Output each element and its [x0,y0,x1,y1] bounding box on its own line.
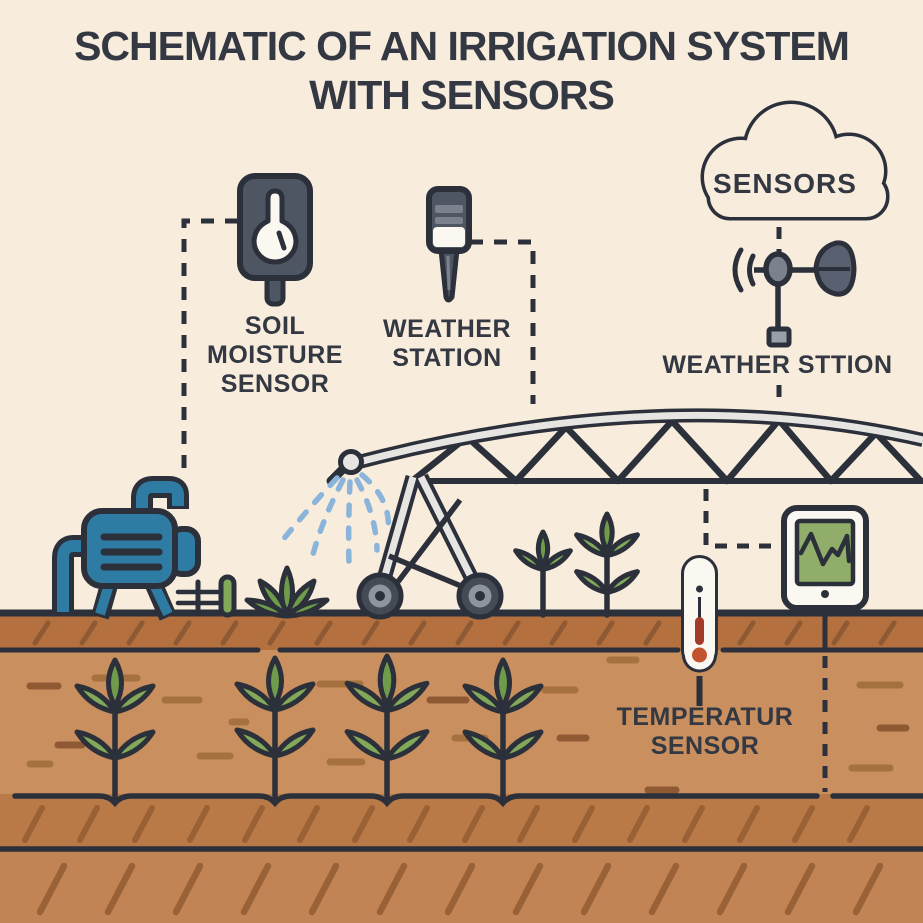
cloud-sensors-label: SENSORS [713,168,857,199]
soil-layer-lines [0,609,923,852]
plant-icon [344,653,430,800]
soil-cross-section [0,613,923,923]
weather-station-label: WEATHER STATION [382,315,512,372]
graph-line-icon [798,531,852,567]
plant-icon [513,529,573,618]
cloud-icon [700,100,890,221]
dashed-connector-pivot-tablet [703,489,776,549]
pump-icon [52,476,201,621]
dashed-connector-weather-station [470,239,536,404]
underground-crop-row [74,653,544,800]
thermometer-icon [681,555,718,706]
tablet-screen [794,518,856,587]
soil-texture-band3 [22,805,870,843]
plant-icon [74,657,156,800]
center-pivot-sprinkler-icon [326,408,923,620]
soil-moisture-sensor-icon [181,173,313,471]
tablet-monitor-icon [703,489,869,792]
surface-plants [513,511,640,618]
wind-vane-label: WEATHER STTION [662,351,893,379]
plant-icon [574,511,640,618]
plant-icon [234,655,316,800]
temperature-sensor-label: TEMPERATUR SENSOR [616,703,794,760]
soil-texture-band1 [32,620,897,646]
plant-icon [462,657,544,800]
soil-moisture-sensor-label: SOIL MOISTURE SENSOR [207,312,343,398]
dashed-connector-soil-moisture [181,218,238,471]
water-spray-icon [275,472,392,568]
sprinkler-nozzle-icon [338,449,364,475]
signal-waves-icon [732,247,756,293]
soil-texture-band4 [36,862,884,916]
moisture-drop-icon [251,188,299,265]
wind-vane-icon [732,227,857,407]
bush-icon [244,565,330,619]
sprout-icon [218,574,237,618]
page-title: SCHEMATIC OF AN IRRIGATION SYSTEM WITH S… [74,23,850,119]
home-button-icon [821,590,829,598]
weather-station-icon [426,186,536,404]
